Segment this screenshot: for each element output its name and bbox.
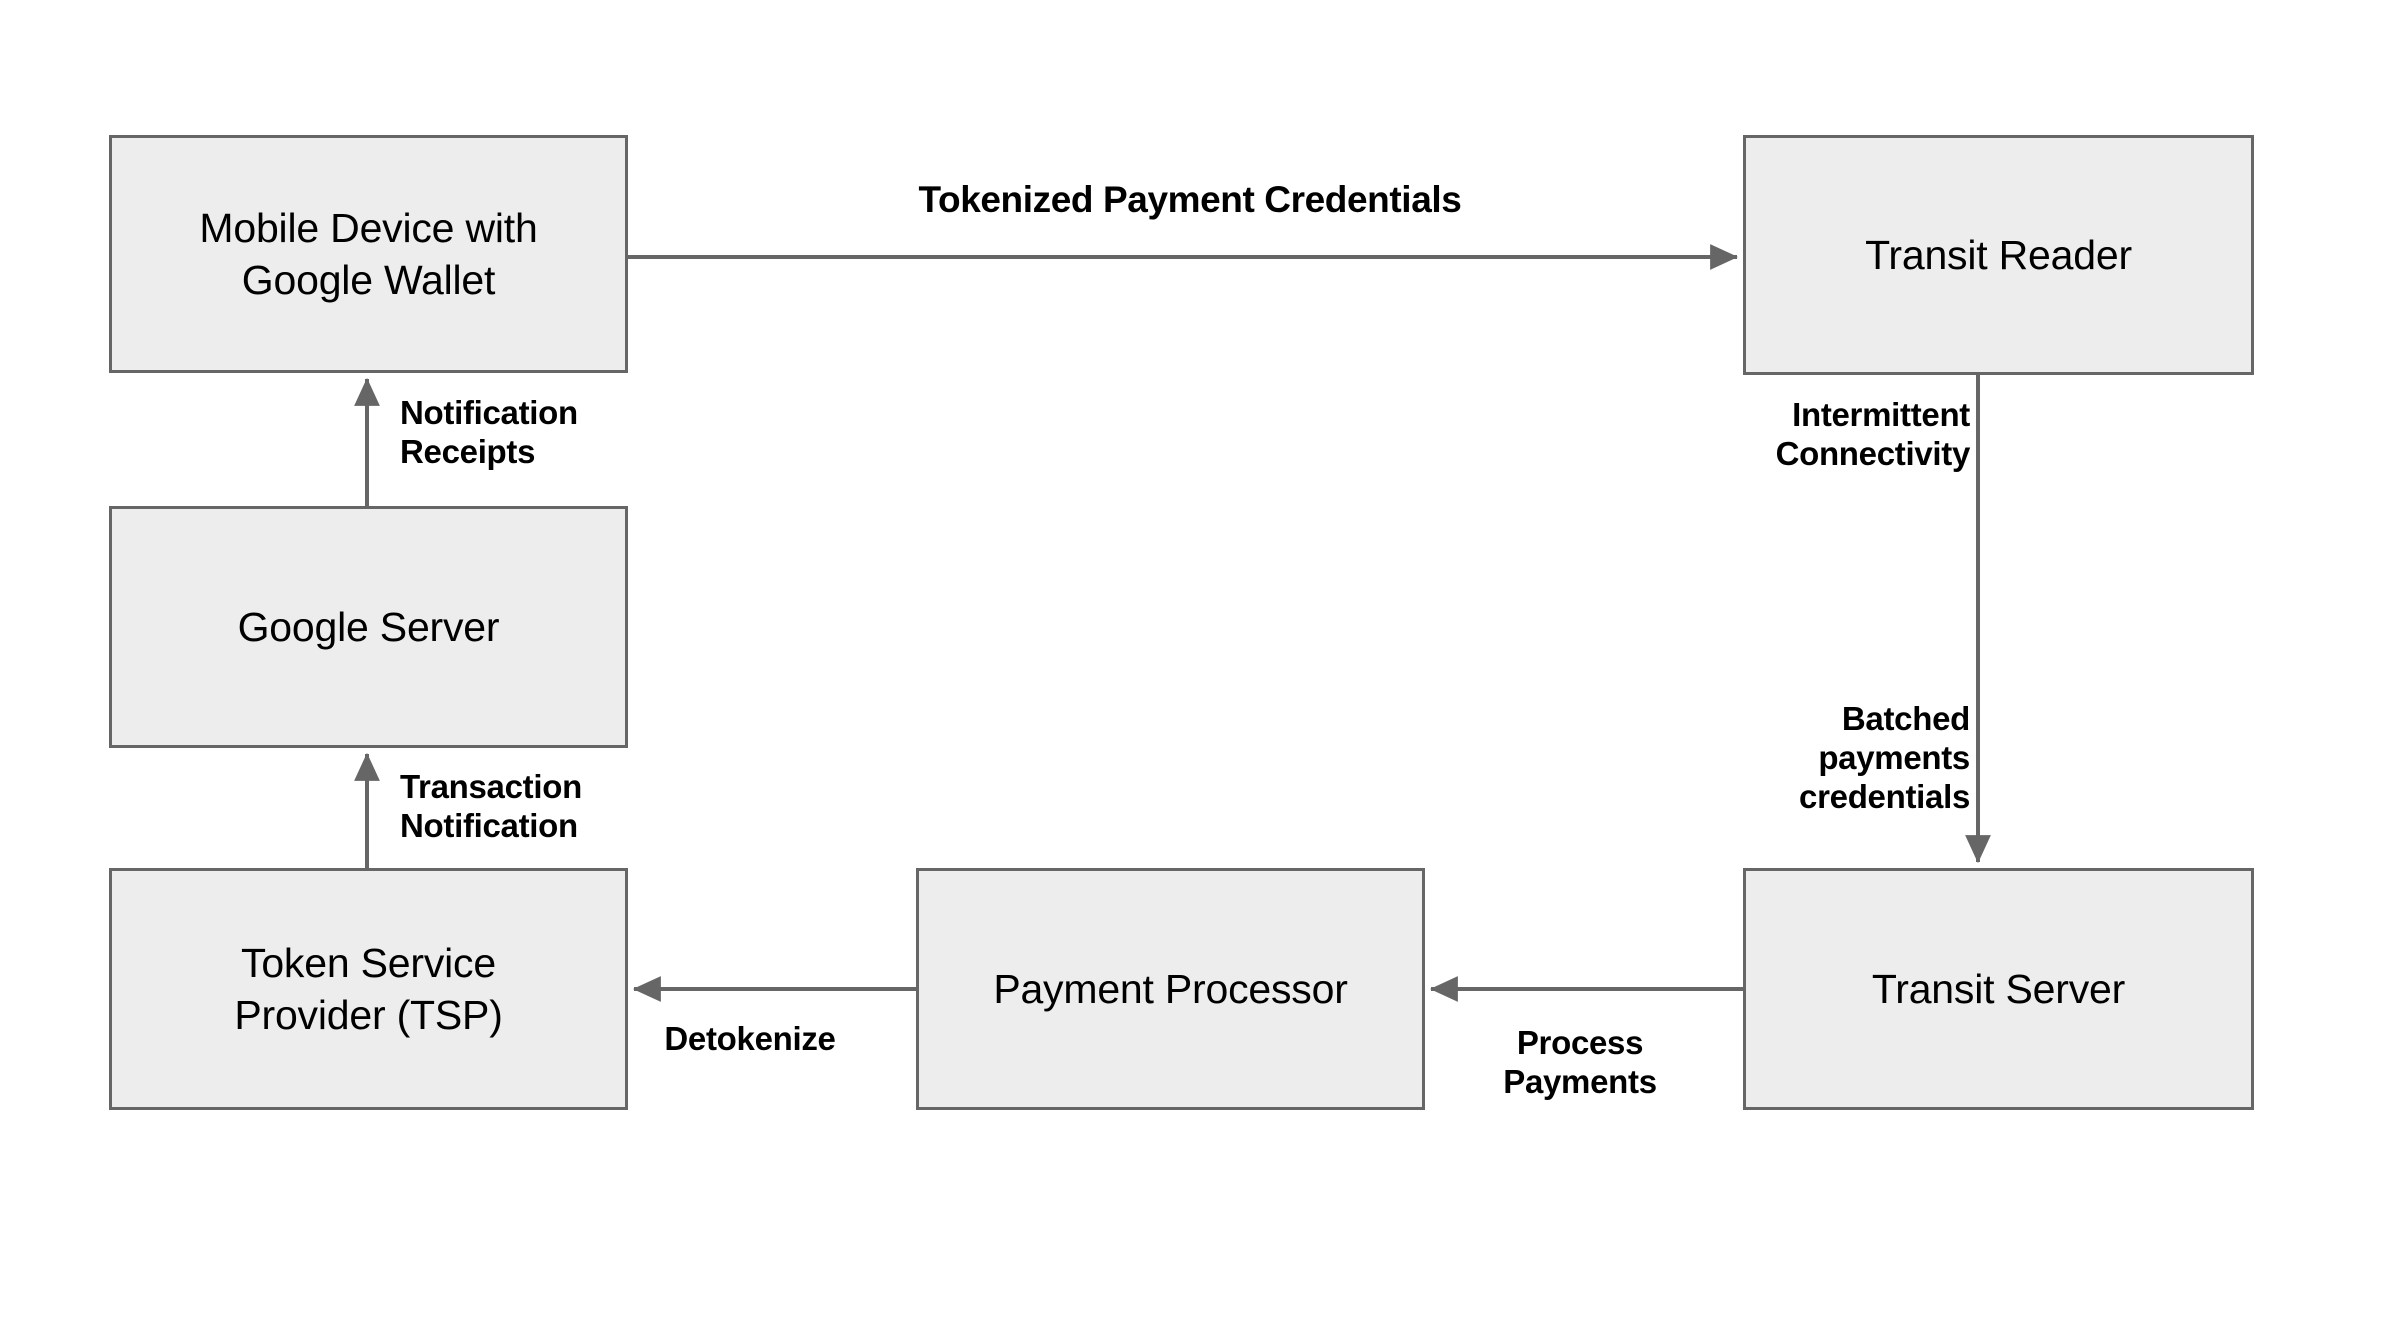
edge-label-transaction-notification: Transaction Notification: [400, 768, 582, 844]
edge-label-batched-payments-credentials: Batched payments credentials: [1799, 700, 1970, 815]
edge-label-notification-receipts: Notification Receipts: [400, 394, 578, 470]
node-label: Transit Server: [1871, 965, 2126, 1012]
node-transit-reader[interactable]: Transit Reader: [1743, 135, 2254, 375]
node-label: Mobile Device with Google Wallet: [199, 204, 538, 303]
node-mobile-device-with-google-wallet[interactable]: Mobile Device with Google Wallet: [109, 135, 628, 373]
node-label: Google Server: [237, 603, 500, 650]
node-label: Token Service Provider (TSP): [234, 939, 503, 1038]
edge-label-process-payments: Process Payments: [1503, 1024, 1657, 1100]
edge-label-tokenized-payment-credentials: Tokenized Payment Credentials: [918, 179, 1462, 220]
edge-label-intermittent-connectivity: Intermittent Connectivity: [1775, 396, 1971, 472]
node-label: Payment Processor: [993, 965, 1348, 1012]
node-payment-processor[interactable]: Payment Processor: [916, 868, 1425, 1110]
node-google-server[interactable]: Google Server: [109, 506, 628, 748]
edge-label-detokenize: Detokenize: [664, 1020, 836, 1057]
node-transit-server[interactable]: Transit Server: [1743, 868, 2254, 1110]
node-label: Transit Reader: [1865, 231, 2132, 278]
node-token-service-provider[interactable]: Token Service Provider (TSP): [109, 868, 628, 1110]
